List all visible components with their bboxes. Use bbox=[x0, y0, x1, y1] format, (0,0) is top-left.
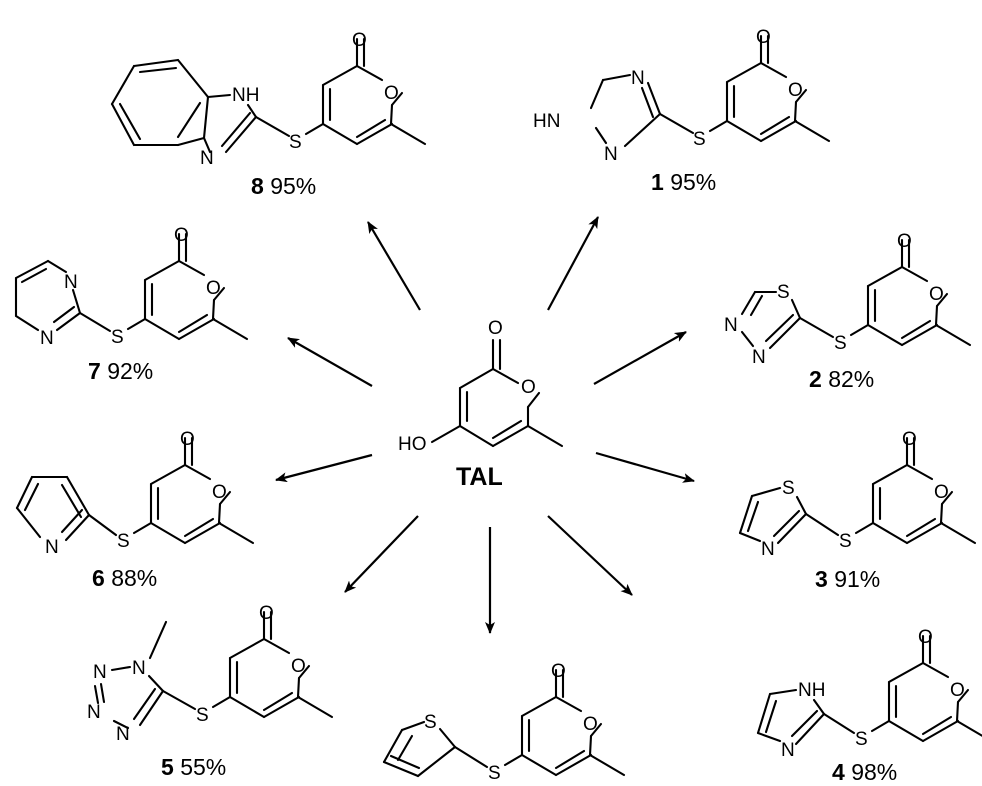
nh-label: NH bbox=[798, 680, 825, 701]
n-label: N bbox=[604, 144, 618, 165]
yield-2: 82% bbox=[828, 366, 874, 392]
n-label: N bbox=[45, 537, 59, 558]
carbonyl-o: O bbox=[551, 661, 566, 682]
arrow-to-1 bbox=[547, 216, 599, 311]
arrow-to-7 bbox=[287, 337, 373, 387]
thio-s: S bbox=[834, 333, 847, 354]
yield-8: 95% bbox=[270, 173, 316, 199]
carbonyl-o: O bbox=[756, 27, 771, 48]
n-label: N bbox=[87, 702, 101, 723]
n-label: N bbox=[752, 347, 766, 368]
ring-o: O bbox=[206, 278, 221, 299]
carbonyl-o: O bbox=[259, 603, 274, 624]
product-6: S O O N 6 88% bbox=[15, 429, 255, 591]
carbonyl-o: O bbox=[902, 429, 917, 450]
n-label: N bbox=[724, 315, 738, 336]
product-8: S O O NH N 8 95% bbox=[110, 30, 427, 199]
n-label: N bbox=[64, 272, 78, 293]
svg-text:2 82%: 2 82% bbox=[809, 366, 874, 392]
product-thiophene: S O O S bbox=[382, 661, 626, 784]
carbonyl-o: O bbox=[180, 429, 195, 450]
tal-structure: O O HO TAL bbox=[398, 318, 564, 491]
thio-s: S bbox=[488, 763, 501, 784]
arrow-to-6 bbox=[275, 453, 373, 483]
carbonyl-o: O bbox=[352, 30, 367, 51]
n-label: N bbox=[781, 740, 795, 761]
compound-number-1: 1 bbox=[651, 169, 664, 195]
carbonyl-o: O bbox=[918, 627, 933, 648]
thio-s: S bbox=[196, 705, 209, 726]
n-label: N bbox=[200, 148, 214, 169]
ring-o: O bbox=[291, 656, 306, 677]
nh-label: NH bbox=[232, 85, 259, 106]
thio-s: S bbox=[855, 729, 868, 750]
thio-s: S bbox=[111, 327, 124, 348]
n-label: N bbox=[93, 662, 107, 683]
carbonyl-o: O bbox=[897, 231, 912, 252]
arrow-to-4 bbox=[547, 515, 633, 596]
ring-o: O bbox=[384, 83, 399, 104]
compound-number-7: 7 bbox=[88, 358, 101, 384]
yield-1: 95% bbox=[670, 169, 716, 195]
arrow-to-3 bbox=[595, 451, 695, 483]
tal-ring-oxygen: O bbox=[521, 377, 536, 398]
n-label: N bbox=[761, 539, 775, 560]
tal-label: TAL bbox=[456, 463, 503, 491]
yield-7: 92% bbox=[107, 358, 153, 384]
svg-text:8 95%: 8 95% bbox=[251, 173, 316, 199]
n-label: N bbox=[631, 68, 645, 89]
hn-label: HN bbox=[533, 111, 560, 132]
thio-s: S bbox=[117, 531, 130, 552]
tal-hydroxyl-label: HO bbox=[398, 434, 427, 455]
compound-number-5: 5 bbox=[161, 754, 174, 780]
product-7: S O O N N 7 92% bbox=[14, 225, 249, 384]
n-label: N bbox=[40, 328, 54, 349]
product-2: S O O S N N 2 82% bbox=[724, 231, 972, 392]
arrow-to-2 bbox=[593, 331, 687, 385]
compound-number-6: 6 bbox=[92, 565, 105, 591]
yield-3: 91% bbox=[834, 566, 880, 592]
svg-text:7 92%: 7 92% bbox=[88, 358, 153, 384]
s-label: S bbox=[777, 282, 790, 303]
yield-4: 98% bbox=[851, 759, 897, 785]
ring-o: O bbox=[929, 284, 944, 305]
product-4: S O O NH N 4 98% bbox=[756, 627, 982, 785]
svg-text:3 91%: 3 91% bbox=[815, 566, 880, 592]
tal-carbonyl-oxygen: O bbox=[488, 318, 503, 339]
s-label: S bbox=[782, 478, 795, 499]
compound-number-3: 3 bbox=[815, 566, 828, 592]
n-label: N bbox=[132, 658, 146, 679]
yield-5: 55% bbox=[180, 754, 226, 780]
arrow-to-5 bbox=[344, 515, 419, 593]
product-3: S O O S N 3 91% bbox=[738, 429, 977, 592]
svg-text:5 55%: 5 55% bbox=[161, 754, 226, 780]
ring-o: O bbox=[212, 482, 227, 503]
ring-o: O bbox=[950, 680, 965, 701]
ring-o: O bbox=[934, 482, 949, 503]
ring-o: O bbox=[583, 714, 598, 735]
s-label: S bbox=[424, 712, 437, 733]
svg-text:1 95%: 1 95% bbox=[651, 169, 716, 195]
compound-number-2: 2 bbox=[809, 366, 822, 392]
product-1: S O O N HN N 1 95% bbox=[533, 27, 831, 195]
n-label: N bbox=[116, 724, 130, 745]
reaction-arrows bbox=[275, 216, 695, 634]
yield-6: 88% bbox=[111, 565, 157, 591]
arrow-to-8 bbox=[367, 221, 421, 311]
svg-text:4 98%: 4 98% bbox=[832, 759, 897, 785]
thio-s: S bbox=[289, 132, 302, 153]
thio-s: S bbox=[839, 531, 852, 552]
svg-text:6 88%: 6 88% bbox=[92, 565, 157, 591]
ring-o: O bbox=[788, 80, 803, 101]
product-5: S O O N N N N 5 55% bbox=[87, 603, 334, 780]
carbonyl-o: O bbox=[174, 225, 189, 246]
thio-s: S bbox=[693, 129, 706, 150]
compound-number-4: 4 bbox=[832, 759, 845, 785]
compound-number-8: 8 bbox=[251, 173, 264, 199]
